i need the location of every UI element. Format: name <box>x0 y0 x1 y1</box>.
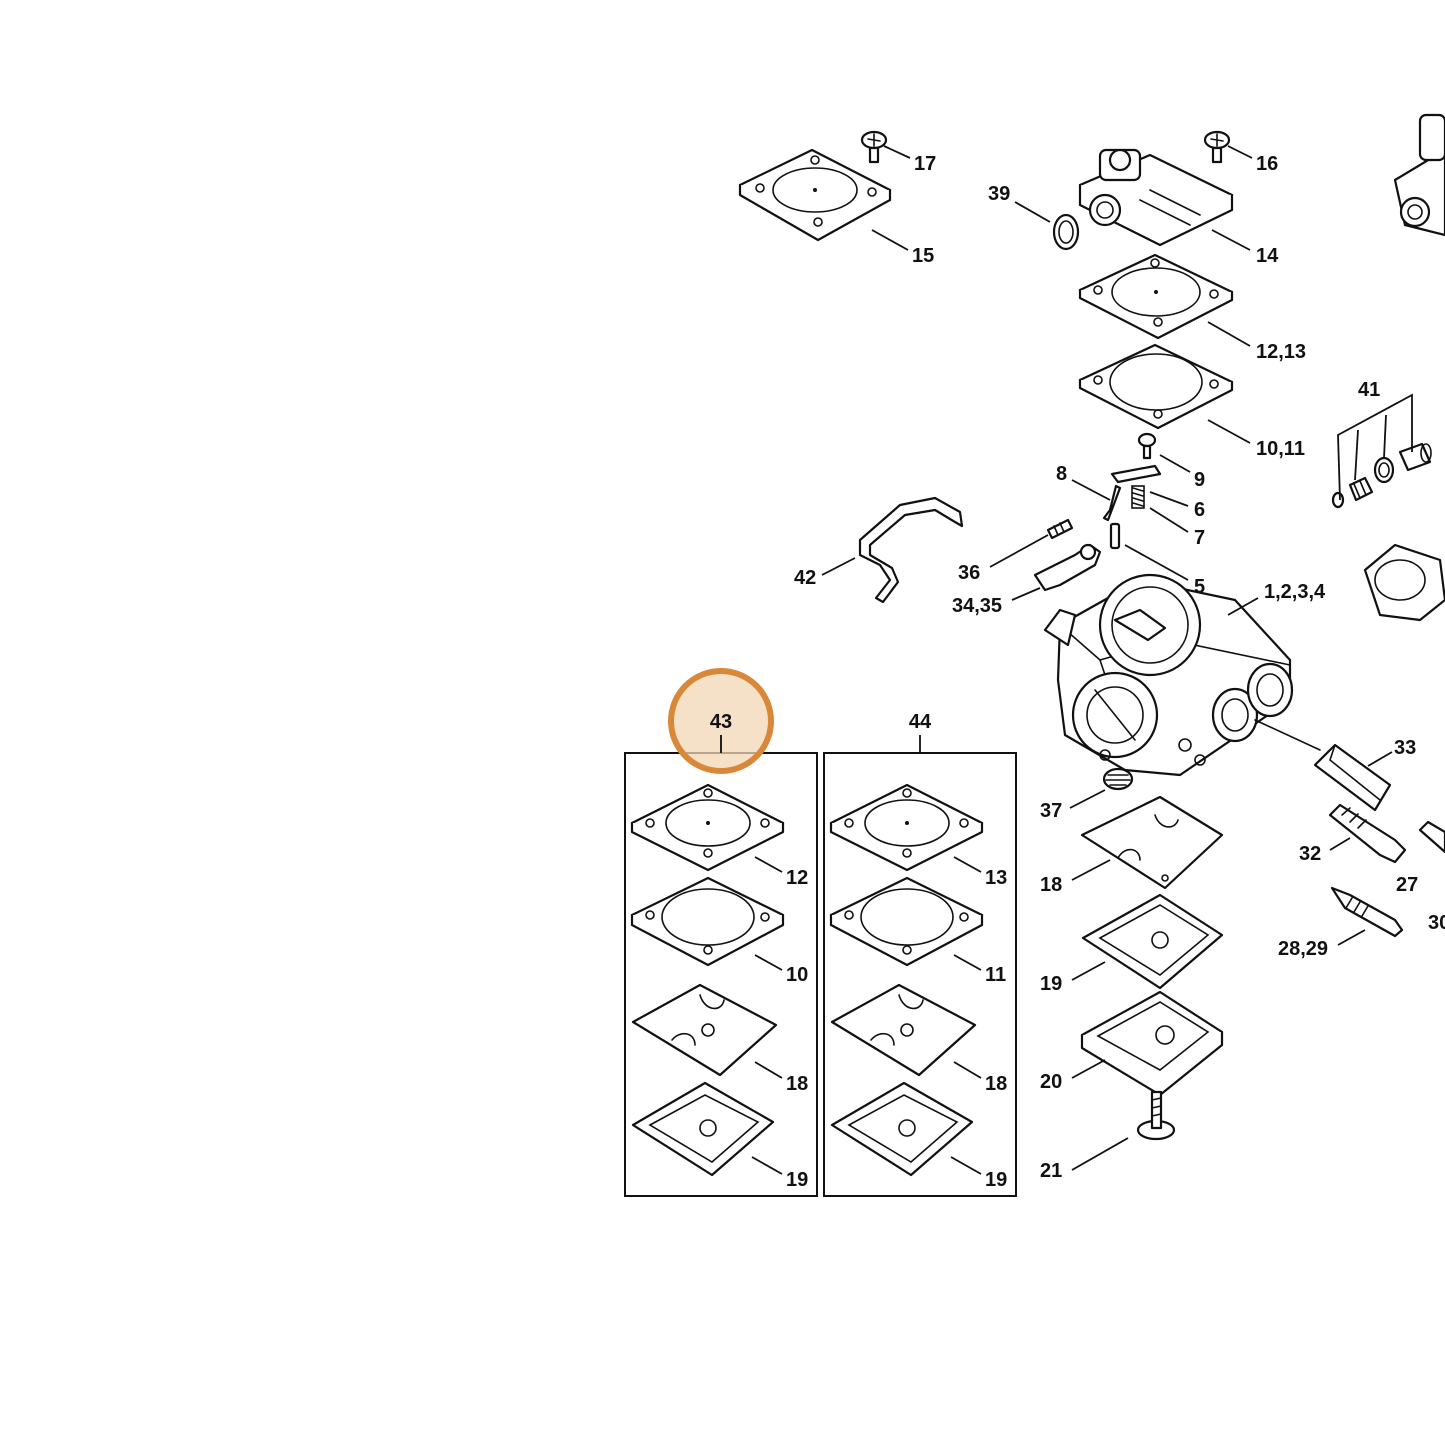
label-17[interactable]: 17 <box>914 153 936 175</box>
label-21[interactable]: 21 <box>1040 1160 1062 1182</box>
label-37[interactable]: 37 <box>1040 800 1062 822</box>
label-36[interactable]: 36 <box>958 562 980 584</box>
label-1-2-3-4[interactable]: 1,2,3,4 <box>1264 581 1326 603</box>
cover-15[interactable] <box>738 148 892 242</box>
diaphragm-18-right[interactable] <box>1080 795 1224 890</box>
gasket-10-11[interactable] <box>1078 343 1234 430</box>
screw-21[interactable] <box>1136 1090 1176 1141</box>
kit44-gasket-19[interactable] <box>830 1081 974 1177</box>
screw-32[interactable] <box>1328 803 1407 864</box>
label-10-11[interactable]: 10,11 <box>1256 438 1305 460</box>
label-33[interactable]: 33 <box>1394 737 1416 759</box>
spring-36[interactable] <box>1046 518 1074 540</box>
label-19-right[interactable]: 19 <box>1040 973 1062 995</box>
screw-9[interactable] <box>1137 432 1157 460</box>
kit44-label-13[interactable]: 13 <box>985 867 1007 889</box>
label-41[interactable]: 41 <box>1358 379 1380 401</box>
label-39[interactable]: 39 <box>988 183 1010 205</box>
callout-labels: 43 44 17 15 39 16 14 12,13 10,11 41 9 8 … <box>710 153 1445 1191</box>
diaphragm-12-13[interactable] <box>1078 253 1234 340</box>
kit43-label-12[interactable]: 12 <box>786 867 808 889</box>
label-9[interactable]: 9 <box>1194 469 1205 491</box>
label-18-right[interactable]: 18 <box>1040 874 1062 896</box>
partial-cap-right <box>1363 543 1445 622</box>
o-ring-39[interactable] <box>1052 213 1080 251</box>
label-7[interactable]: 7 <box>1194 527 1205 549</box>
highlight-ring <box>668 668 774 774</box>
part-33[interactable] <box>1313 743 1392 812</box>
part-set-41[interactable] <box>1331 442 1432 509</box>
label-16[interactable]: 16 <box>1256 153 1278 175</box>
kit44-label-19[interactable]: 19 <box>985 1169 1007 1191</box>
kit43-diaphragm-12[interactable] <box>630 783 785 872</box>
kit43-gasket-10[interactable] <box>630 876 785 967</box>
pump-cover-14[interactable] <box>1078 148 1234 247</box>
cover-20-right[interactable] <box>1080 990 1224 1097</box>
carburetor-body-1-2-3-4[interactable] <box>1043 573 1321 777</box>
label-27[interactable]: 27 <box>1396 874 1418 896</box>
kit43-diaphragm-18[interactable] <box>631 983 778 1077</box>
lever-34-35[interactable] <box>1033 543 1102 592</box>
spring-6[interactable] <box>1131 485 1145 509</box>
hose-42[interactable] <box>858 496 964 604</box>
label-12-13[interactable]: 12,13 <box>1256 341 1306 363</box>
kit43-label-18[interactable]: 18 <box>786 1073 808 1095</box>
pin-7[interactable] <box>1109 522 1121 550</box>
lever-8[interactable] <box>1102 464 1162 522</box>
screw-17[interactable] <box>860 130 888 164</box>
leader-lines <box>751 145 1413 1175</box>
kit44-label-18[interactable]: 18 <box>985 1073 1007 1095</box>
label-28-29[interactable]: 28,29 <box>1278 938 1328 960</box>
partial-pump-right <box>1393 113 1445 237</box>
label-30[interactable]: 30 <box>1428 912 1445 934</box>
label-8[interactable]: 8 <box>1056 463 1067 485</box>
label-6[interactable]: 6 <box>1194 499 1205 521</box>
label-32[interactable]: 32 <box>1299 843 1321 865</box>
kit43-label-10[interactable]: 10 <box>786 964 808 986</box>
kit43-gasket-19[interactable] <box>631 1081 775 1177</box>
screw-16[interactable] <box>1203 130 1231 164</box>
screen-37[interactable] <box>1102 767 1134 791</box>
kit44-gasket-11[interactable] <box>829 876 984 967</box>
label-42[interactable]: 42 <box>794 567 816 589</box>
label-15[interactable]: 15 <box>912 245 934 267</box>
kit44-diaphragm-18[interactable] <box>830 983 977 1077</box>
needle-28-29[interactable] <box>1330 886 1404 938</box>
kit-44-label[interactable]: 44 <box>909 711 932 733</box>
screw-27[interactable] <box>1418 820 1445 854</box>
label-34-35[interactable]: 34,35 <box>952 595 1002 617</box>
label-20[interactable]: 20 <box>1040 1071 1062 1093</box>
kit44-diaphragm-13[interactable] <box>829 783 984 872</box>
label-5[interactable]: 5 <box>1194 576 1205 598</box>
kit-43-label[interactable]: 43 <box>710 711 732 733</box>
label-14[interactable]: 14 <box>1256 245 1279 267</box>
gasket-19-right[interactable] <box>1081 893 1224 990</box>
kit43-label-19[interactable]: 19 <box>786 1169 808 1191</box>
kit44-label-11[interactable]: 11 <box>985 964 1006 986</box>
